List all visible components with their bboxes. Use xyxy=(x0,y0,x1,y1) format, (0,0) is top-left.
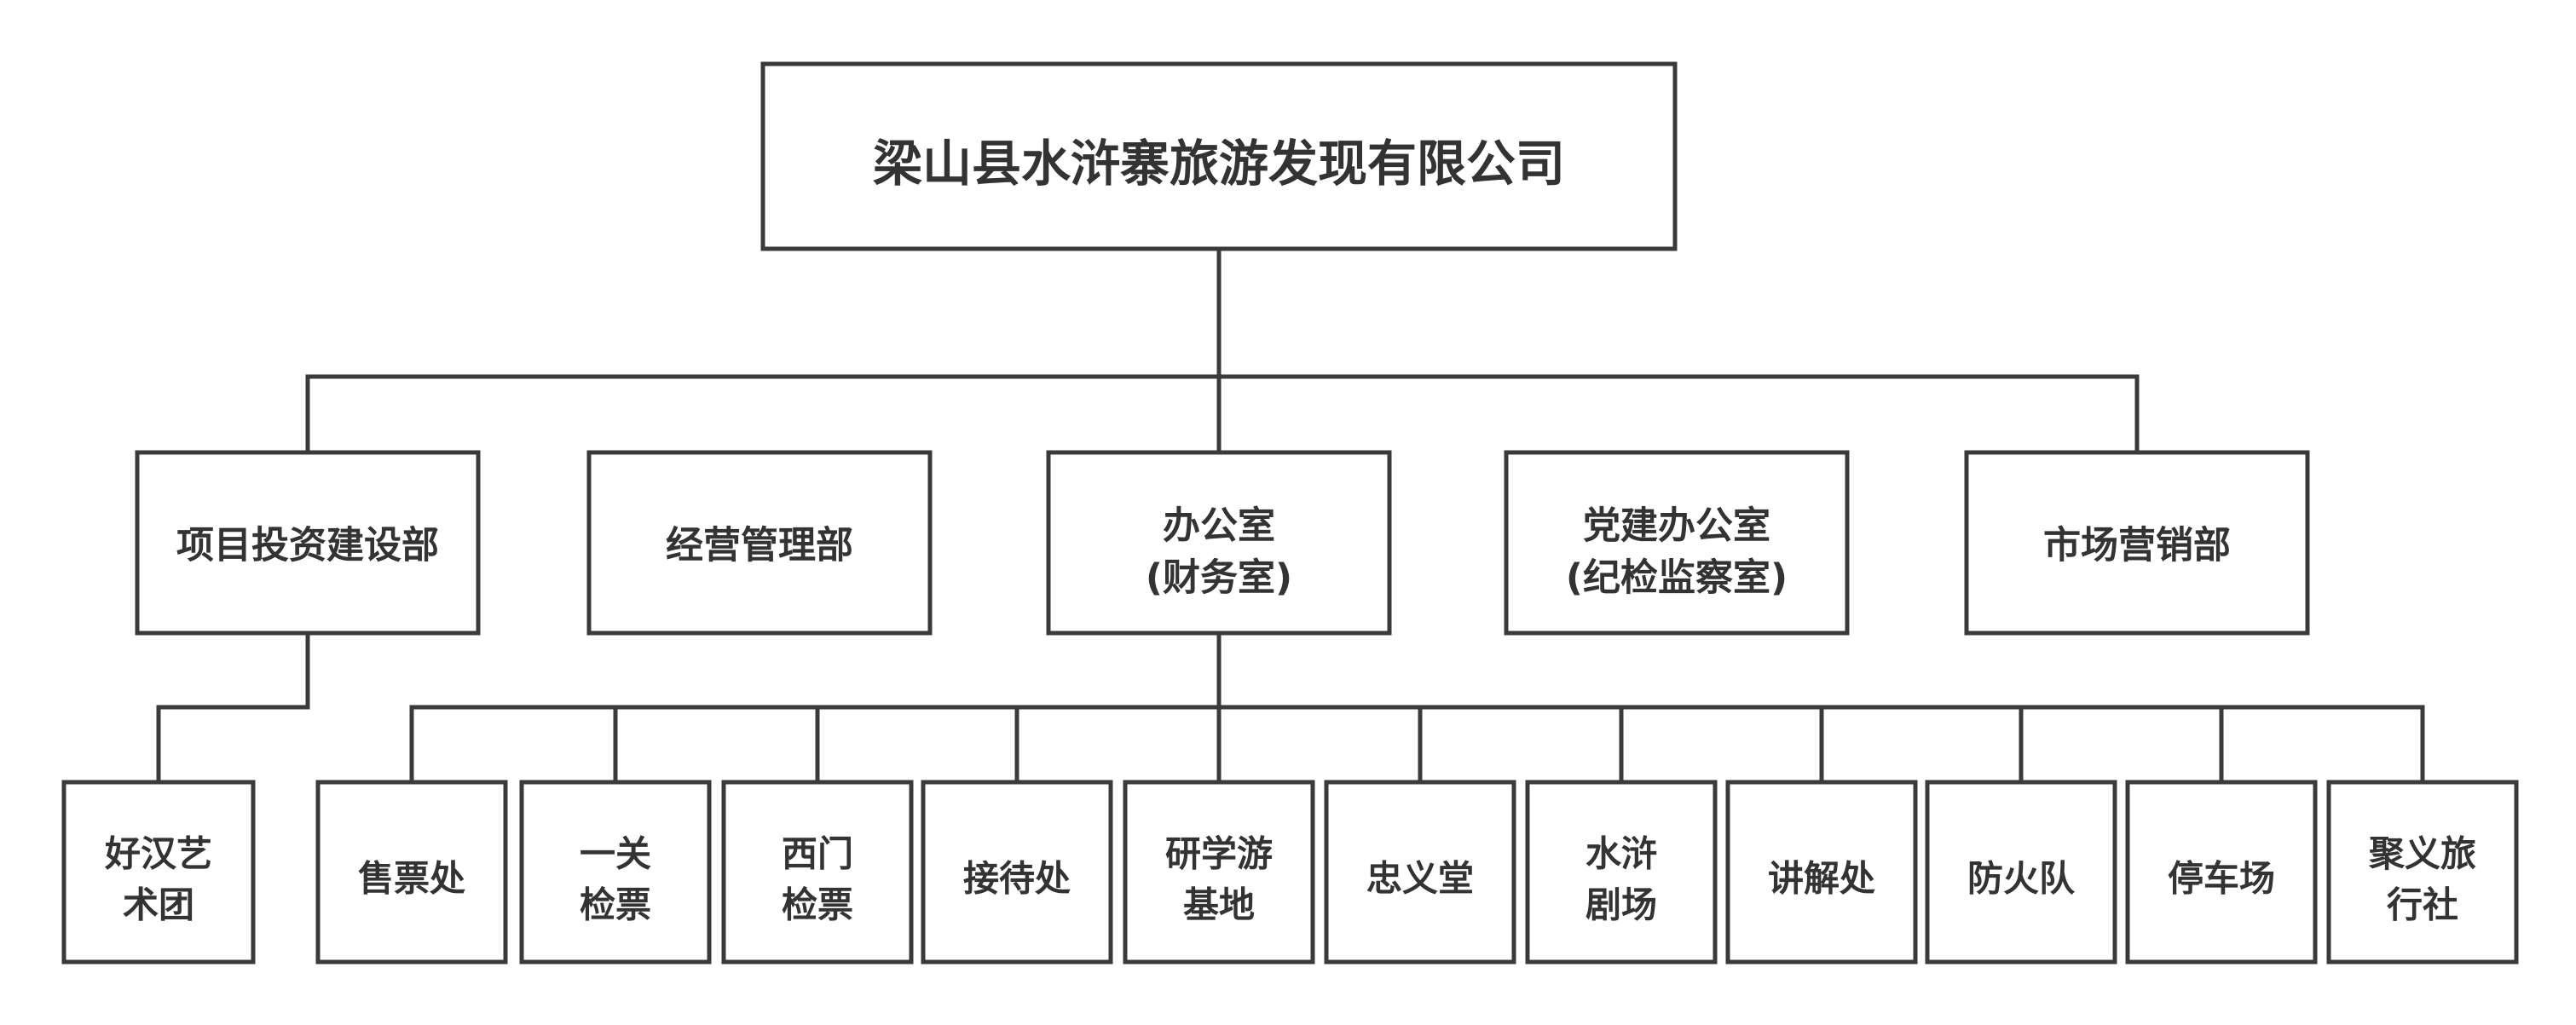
unit-label-line-2: 检票 xyxy=(580,884,651,926)
unit-node: 讲解处 xyxy=(1725,780,1918,965)
unit-label-line-2: 术团 xyxy=(123,884,194,926)
unit-label: 忠义堂 xyxy=(1366,858,1474,900)
unit-node: 研学游 基地 xyxy=(1123,780,1315,965)
department-label: 经营管理部 xyxy=(666,524,853,567)
unit-node: 一关 检票 xyxy=(519,780,712,965)
unit-label-line-2: 检票 xyxy=(782,884,853,926)
unit-label-line-1: 西门 xyxy=(782,833,853,875)
unit-node: 售票处 xyxy=(315,780,508,965)
department-node: 办公室 (财务室) xyxy=(1046,450,1392,636)
unit-label-line-1: 聚义旅 xyxy=(2368,833,2476,875)
unit-label: 售票处 xyxy=(358,858,465,900)
unit-label: 防火队 xyxy=(1967,858,2076,900)
department-node: 经营管理部 xyxy=(586,450,933,636)
unit-node: 西门 检票 xyxy=(721,780,914,965)
department-node: 项目投资建设部 xyxy=(135,450,481,636)
unit-label: 停车场 xyxy=(2168,858,2275,900)
department-sublabel: (纪检监察室) xyxy=(1566,556,1788,600)
department-label: 项目投资建设部 xyxy=(176,524,439,567)
unit-node: 聚义旅 行社 xyxy=(2326,780,2519,965)
unit-label-line-1: 一关 xyxy=(580,833,651,875)
unit-label-line-2: 基地 xyxy=(1183,884,1255,926)
unit-label-line-1: 水浒 xyxy=(1585,833,1657,875)
department-label: 办公室 xyxy=(1163,504,1275,548)
root-node: 梁山县水浒寨旅游发现有限公司 xyxy=(760,61,1678,251)
unit-node: 好汉艺 术团 xyxy=(61,780,256,965)
project-connector xyxy=(156,631,310,785)
department-node: 党建办公室 (纪检监察室) xyxy=(1504,450,1850,636)
root-title: 梁山县水浒寨旅游发现有限公司 xyxy=(873,135,1565,193)
unit-label: 讲解处 xyxy=(1768,858,1875,900)
department-label: 党建办公室 xyxy=(1583,504,1770,548)
department-node: 市场营销部 xyxy=(1964,450,2310,636)
unit-node: 接待处 xyxy=(921,780,1113,965)
unit-node: 忠义堂 xyxy=(1324,780,1516,965)
unit-node: 水浒 剧场 xyxy=(1525,780,1718,965)
unit-label-line-2: 剧场 xyxy=(1585,884,1657,926)
unit-node: 停车场 xyxy=(2125,780,2318,965)
unit-label: 接待处 xyxy=(963,858,1071,900)
department-sublabel: (财务室) xyxy=(1146,556,1292,600)
unit-node: 防火队 xyxy=(1925,780,2117,965)
unit-label-line-1: 研学游 xyxy=(1165,833,1273,875)
unit-label-line-1: 好汉艺 xyxy=(104,833,212,875)
connectors xyxy=(156,246,2425,785)
unit-label-line-2: 行社 xyxy=(2387,884,2458,926)
department-label: 市场营销部 xyxy=(2043,524,2231,567)
